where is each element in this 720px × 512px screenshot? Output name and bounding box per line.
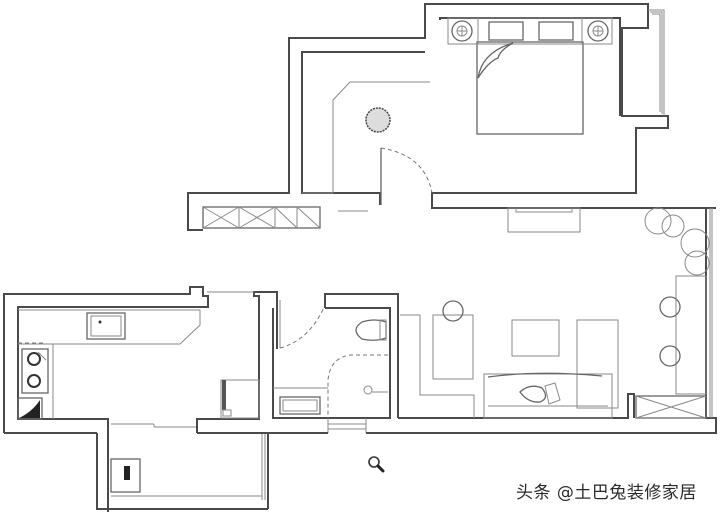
living-room (197, 207, 717, 434)
magnifier-icon[interactable] (366, 454, 386, 474)
kitchen (3, 286, 269, 512)
entry-corridor (187, 20, 433, 231)
bedroom (424, 3, 716, 233)
bathroom (263, 291, 399, 433)
watermark-text: 头条 @土巴兔装修家居 (516, 483, 697, 503)
